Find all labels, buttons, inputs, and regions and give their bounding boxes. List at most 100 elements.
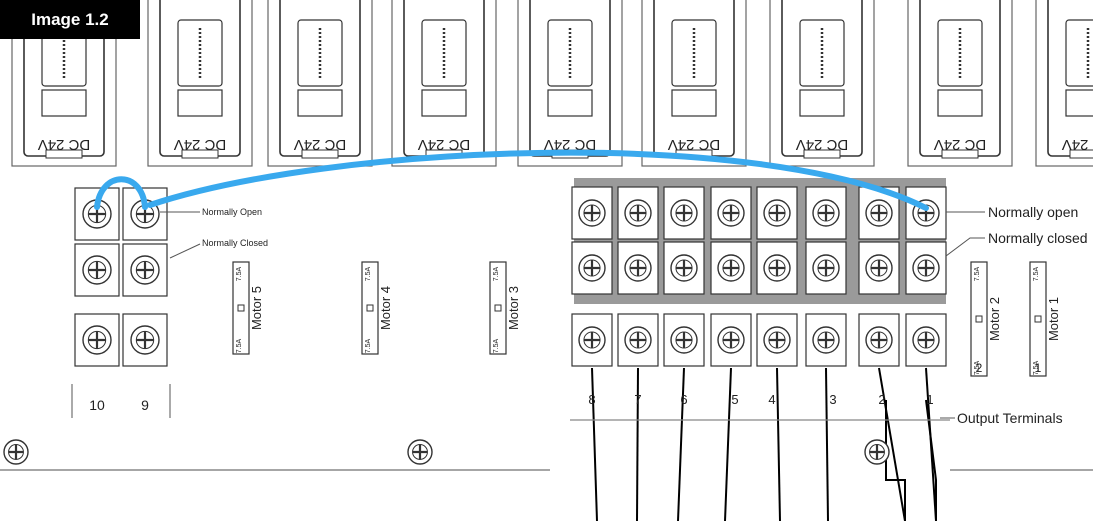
motor-number: 1: [1035, 361, 1042, 375]
terminal-number: 5: [731, 392, 738, 407]
output-wire: [677, 367, 685, 521]
normally-closed-label: Normally Closed: [202, 238, 268, 248]
motor-label: Motor 3: [506, 286, 521, 330]
terminal-number: 9: [141, 397, 149, 413]
terminal-number: 6: [680, 392, 687, 407]
relay-row: IDECDC 24VIDECDC 24VIDECDC 24VIDECDC 24V…: [11, 0, 1093, 167]
screw: [812, 326, 840, 354]
terminal-number: 7: [634, 392, 641, 407]
relay-voltage-text: DC 24V: [174, 136, 227, 153]
output-wire: [776, 367, 781, 521]
fuse: 7.5A 7.5A Motor 5: [232, 261, 264, 355]
motor-label: Motor 5: [249, 286, 264, 330]
screw: [912, 254, 940, 282]
relay: IDECDC 24V: [769, 0, 875, 167]
screw: [670, 254, 698, 282]
jumper-wire-long: [147, 149, 929, 211]
screw: [624, 326, 652, 354]
fuse-rating-text: 7.5A: [974, 266, 981, 281]
motor-label: Motor 2: [987, 297, 1002, 341]
fuse: 7.5A 7.5A Motor 3: [489, 261, 521, 355]
screw: [812, 254, 840, 282]
screw: [865, 199, 893, 227]
jumper-wires: [94, 149, 929, 211]
screw: [407, 439, 433, 465]
relay-voltage-text: DC 24V: [418, 136, 471, 153]
relay-voltage-text: DC 24V: [934, 136, 987, 153]
output-wire: [878, 367, 906, 521]
leader-line: [169, 243, 201, 259]
output-wire: [724, 367, 732, 521]
relay-voltage-text: DC 24V: [38, 136, 91, 153]
screw: [130, 325, 160, 355]
screw: [578, 199, 606, 227]
screw: [130, 255, 160, 285]
screw: [812, 199, 840, 227]
jumper-wire-short: [94, 176, 148, 210]
relay-voltage-text: DC 24V: [294, 136, 347, 153]
output-wire: [825, 367, 829, 521]
screw: [670, 326, 698, 354]
screw: [82, 325, 112, 355]
fuse-rating-text: 7.5A: [365, 338, 372, 353]
fuse-rating-text: 7.5A: [236, 266, 243, 281]
terminal-blocks: [0, 178, 1093, 521]
screw: [865, 326, 893, 354]
output-terminals-label: Output Terminals: [957, 410, 1063, 426]
screw: [82, 255, 112, 285]
terminal-number: 10: [89, 397, 105, 413]
relay: IDECDC 24V: [391, 0, 497, 167]
motor-number: 2: [976, 361, 983, 375]
screw: [717, 326, 745, 354]
normally-closed-label: Normally closed: [988, 230, 1088, 246]
fuse-rating-text: 7.5A: [493, 338, 500, 353]
fuse-rating-text: 7.5A: [1033, 266, 1040, 281]
relay-voltage-text: DC 24V: [1062, 136, 1093, 153]
relay-voltage-text: DC 24V: [668, 136, 721, 153]
screw: [912, 326, 940, 354]
relay: IDECDC 24V: [1035, 0, 1093, 167]
relay: IDECDC 24V: [267, 0, 373, 167]
fuse: 7.5A 7.5A Motor 2 2: [970, 261, 1002, 377]
relay-voltage-text: DC 24V: [796, 136, 849, 153]
fuse-group: 7.5A 7.5A Motor 5 7.5A 7.5A Motor 4 7.5A 7.5A Mo…: [232, 261, 1061, 377]
normally-open-label: Normally open: [988, 204, 1078, 220]
terminal-number: 1: [926, 392, 933, 407]
screw: [717, 199, 745, 227]
terminal-number: 8: [588, 392, 595, 407]
motor-label: Motor 4: [378, 286, 393, 330]
fuse-rating-text: 7.5A: [1033, 360, 1040, 375]
screw: [763, 326, 791, 354]
screw: [763, 254, 791, 282]
screw: [624, 254, 652, 282]
fuse-rating-text: 7.5A: [974, 360, 981, 375]
fuse-rating-text: 7.5A: [493, 266, 500, 281]
image-badge: Image 1.2: [0, 0, 140, 39]
screw: [3, 439, 29, 465]
screw: [670, 199, 698, 227]
normally-open-label: Normally Open: [202, 207, 262, 217]
screw: [578, 326, 606, 354]
fuse-rating-text: 7.5A: [365, 266, 372, 281]
screw: [717, 254, 745, 282]
output-wire: [636, 367, 639, 521]
terminal-number: 3: [829, 392, 836, 407]
terminal-number: 4: [768, 392, 775, 407]
relay: IDECDC 24V: [147, 0, 253, 167]
fuse-rating-text: 7.5A: [236, 338, 243, 353]
output-wire-bend: [885, 399, 937, 521]
screw: [865, 254, 893, 282]
relay: IDECDC 24V: [517, 0, 623, 167]
relay-voltage-text: DC 24V: [544, 136, 597, 153]
screw: [624, 199, 652, 227]
relay: IDECDC 24V: [641, 0, 747, 167]
fuse: 7.5A 7.5A Motor 4: [361, 261, 393, 355]
screw: [864, 439, 890, 465]
screw: [763, 199, 791, 227]
terminal-number: 2: [878, 392, 885, 407]
screw: [578, 254, 606, 282]
